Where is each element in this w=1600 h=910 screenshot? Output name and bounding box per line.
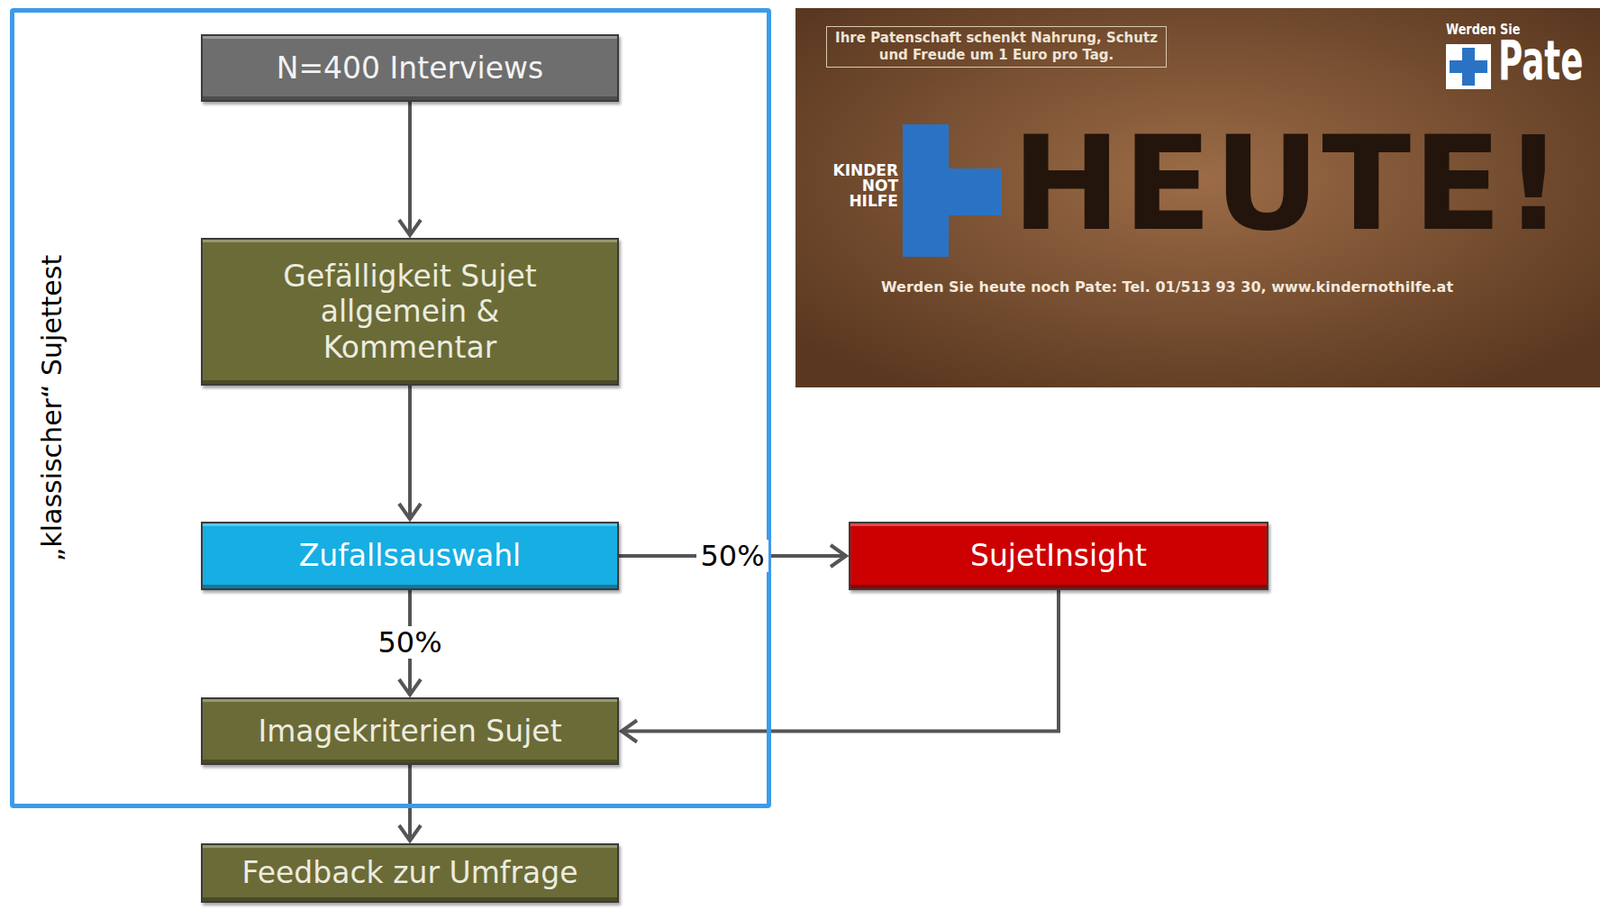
connector-arrow xyxy=(408,101,412,236)
connector-arrow xyxy=(408,385,412,519)
logo-square xyxy=(1445,44,1491,90)
process-box: Imagekriterien Sujet xyxy=(200,697,619,765)
connector-arrow xyxy=(621,590,1059,732)
process-box: Zufallsauswahl xyxy=(200,521,619,591)
group-frame: „klassischer“ Sujettest N=400 InterviewsG… xyxy=(9,8,772,809)
poster-text: Werden Sie heute noch Pate: Tel. 01/513 … xyxy=(881,278,1454,296)
ad-poster: Ihre Patenschaft schenkt Nahrung, Schutz… xyxy=(795,8,1600,388)
poster-text: Ihre Patenschaft schenkt Nahrung, Schutz… xyxy=(826,26,1167,68)
poster-text: HEUTE! xyxy=(1011,118,1565,249)
process-box: SujetInsight xyxy=(848,521,1269,591)
box-label: Imagekriterien Sujet xyxy=(257,713,562,750)
process-box: N=400 Interviews xyxy=(200,34,619,102)
box-label: Zufallsauswahl xyxy=(299,537,522,574)
cross-arm xyxy=(902,168,1002,216)
process-box: Gefälligkeit Sujet allgemein & Kommentar xyxy=(200,237,619,386)
edge-label: 50% xyxy=(696,539,768,573)
edge-label: 50% xyxy=(373,626,446,660)
logo-cross xyxy=(1449,60,1488,73)
box-label: N=400 Interviews xyxy=(276,50,544,87)
connector-arrow xyxy=(408,764,412,841)
box-label: SujetInsight xyxy=(970,537,1147,574)
poster-text: KINDER NOT HILFE xyxy=(811,163,899,210)
box-label: Gefälligkeit Sujet allgemein & Kommentar xyxy=(247,258,573,366)
ad-background xyxy=(795,8,1600,388)
box-label: Feedback zur Umfrage xyxy=(242,854,579,891)
group-label: „klassischer“ Sujettest xyxy=(36,254,68,562)
poster-text: Pate xyxy=(1498,33,1583,88)
process-box: Feedback zur Umfrage xyxy=(200,843,619,903)
